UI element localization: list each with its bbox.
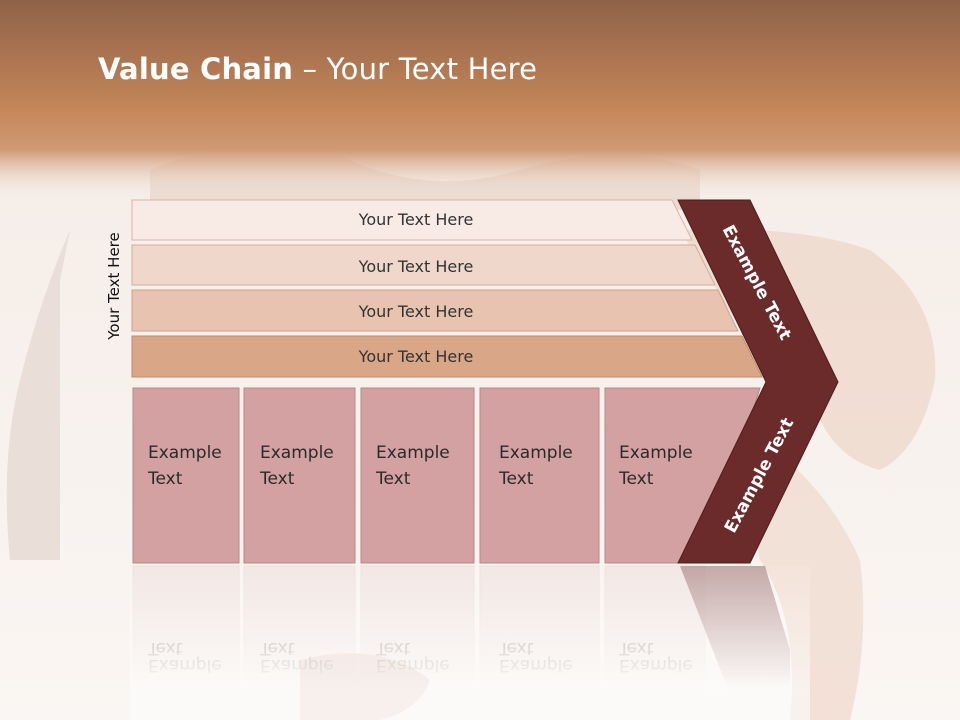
box-2-line1: Example	[260, 443, 334, 463]
bar-4-shape	[131, 335, 763, 378]
box-2-line2: Text	[259, 469, 295, 489]
bar-4-label: Your Text Here	[358, 347, 474, 366]
bar-1-label: Your Text Here	[358, 210, 474, 229]
box-1-line1: Example	[148, 443, 222, 463]
box-group: Example Text Example Text Example Text E…	[132, 387, 761, 564]
slide-title: Value Chain – Your Text Here	[98, 52, 537, 86]
bar-3-label: Your Text Here	[358, 302, 474, 321]
bar-2-label: Your Text Here	[358, 257, 474, 276]
bar-2-shape	[131, 244, 716, 286]
box-4-line1: Example	[499, 443, 573, 463]
bar-1: Your Text Here	[131, 199, 693, 241]
bar-3: Your Text Here	[131, 289, 739, 332]
title-rest: – Your Text Here	[293, 52, 538, 86]
bar-3-shape	[131, 289, 739, 332]
box-1-line2: Text	[147, 469, 183, 489]
reflection: Example Text Example Text Example Text E…	[130, 565, 810, 720]
box-4-line2: Text	[498, 469, 534, 489]
box-3: Example Text	[360, 387, 475, 564]
box-3-line2: Text	[375, 469, 411, 489]
box-1: Example Text	[132, 387, 240, 564]
box-5-line1: Example	[619, 443, 693, 463]
chevron-shape	[677, 199, 839, 564]
bar-4: Your Text Here	[131, 335, 763, 378]
box-5-line2: Text	[618, 469, 654, 489]
title-bold: Value Chain	[98, 52, 294, 86]
box-3-line1: Example	[376, 443, 450, 463]
bar-2: Your Text Here	[131, 244, 716, 286]
box-4: Example Text	[479, 387, 600, 564]
box-2: Example Text	[243, 387, 356, 564]
bar-1-shape	[131, 199, 693, 241]
bar-group: Your Text Here Your Text Here Your Text …	[131, 199, 763, 378]
